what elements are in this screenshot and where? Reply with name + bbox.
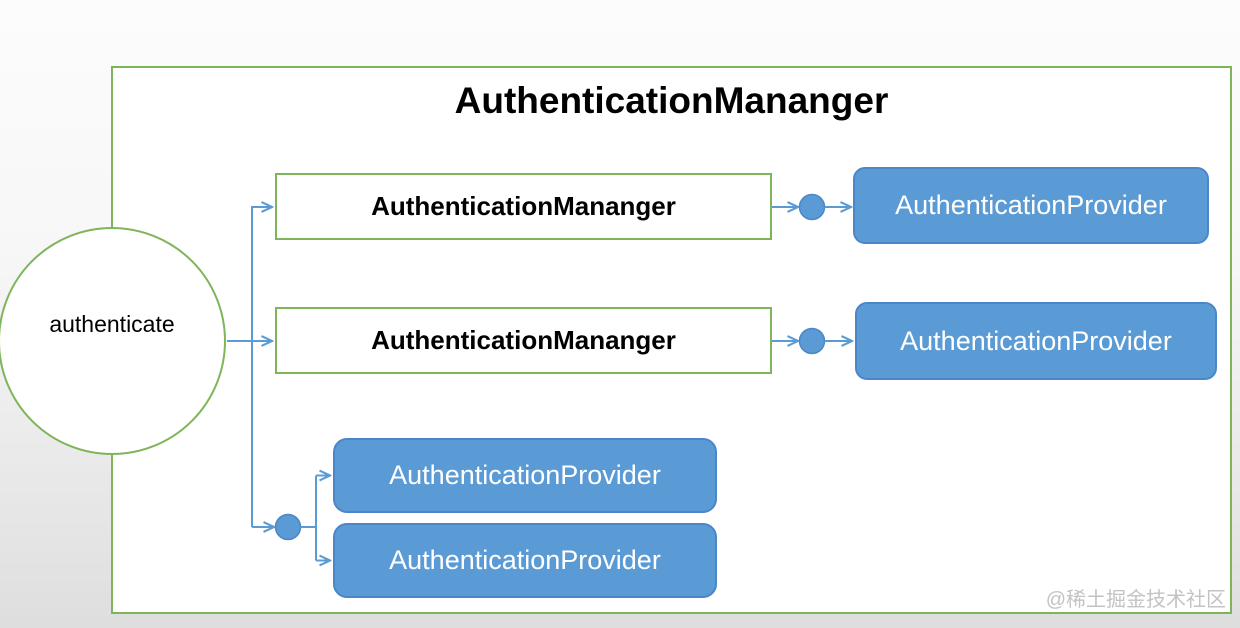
junction-dot-row1 [798, 193, 826, 221]
provider-box-3: AuthenticationProvider [333, 438, 717, 513]
provider-box-1: AuthenticationProvider [853, 167, 1209, 244]
watermark: @稀土掘金技术社区 [1045, 589, 1226, 611]
provider-box-4: AuthenticationProvider [333, 523, 717, 598]
provider-box-2: AuthenticationProvider [855, 302, 1217, 380]
connector-trunk [251, 207, 272, 527]
diagram-title: AuthenticationMananger [454, 80, 889, 121]
junction-dot-bottom [274, 513, 302, 541]
manager-box-1: AuthenticationMananger [275, 173, 772, 240]
actor-circle: authenticate [0, 227, 226, 455]
connector-junction3-branch [300, 475, 317, 561]
junction-dot-row2 [798, 327, 826, 355]
actor-label: authenticate [49, 310, 175, 337]
manager-box-2: AuthenticationMananger [275, 307, 772, 374]
